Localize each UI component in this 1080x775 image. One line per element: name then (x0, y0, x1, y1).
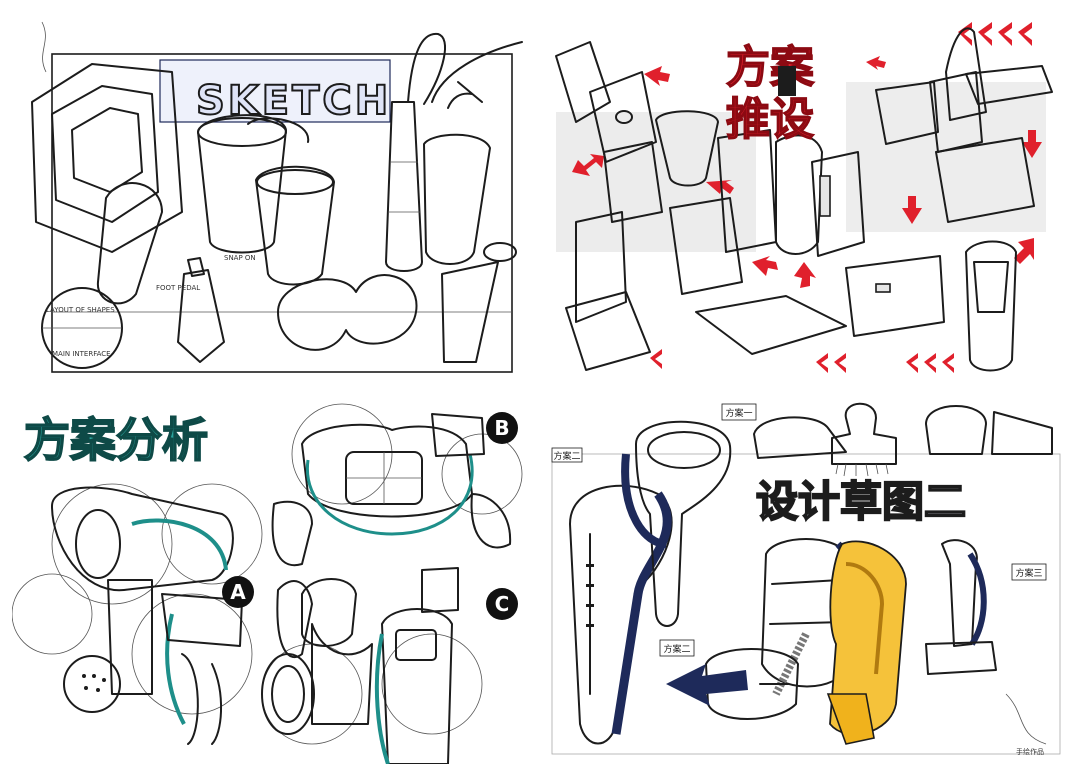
svg-text:方案三: 方案三 (1015, 567, 1042, 579)
svg-text:方案一: 方案一 (725, 407, 752, 419)
construction-circles (12, 403, 523, 745)
note-layout-of-shapes: LAYOUT OF SHAPES (46, 306, 115, 314)
options-analysis-panel: A B C 方案分析 (12, 394, 532, 764)
design-drawing-title: 设计草图二 (756, 477, 966, 526)
svg-text:方案二: 方案二 (553, 450, 580, 462)
design-tag-1: 方案一 (721, 403, 757, 421)
options-derivation-title-line1: 方案 (726, 42, 815, 93)
marker-c: C (486, 588, 518, 620)
svg-text:方案二: 方案二 (663, 643, 690, 655)
red-chevrons-top (958, 22, 1032, 46)
options-derivation-panel: 方案 推设 (546, 12, 1068, 382)
svg-text:C: C (495, 592, 510, 616)
options-analysis-title: 方案分析 (24, 413, 208, 467)
options-derivation-title-line2: 推设 (726, 94, 814, 145)
marker-a: A (222, 576, 254, 608)
sketch-title: SKETCH (196, 78, 391, 124)
sketch-panel: SNAP ON FOOT PEDAL LAYOUT OF SHAPES MAIN… (12, 12, 532, 382)
marker-b: B (486, 412, 518, 444)
red-arrows (572, 56, 1042, 288)
design-tag-2: 方案二 (659, 639, 695, 657)
design-tag-4: 方案二 (551, 447, 583, 463)
note-main-interface: MAIN INTERFACE (52, 350, 111, 358)
design-drawing-panel: 设计草图二 方案一 方案二 方案三 方案二 手绘作品 (546, 394, 1068, 764)
design-tag-3: 方案三 (1011, 563, 1047, 581)
svg-text:A: A (230, 580, 246, 604)
red-chevrons-bottom (650, 349, 954, 373)
svg-text:B: B (494, 416, 509, 440)
note-snap-on: SNAP ON (224, 254, 256, 262)
note-foot-pedal: FOOT PEDAL (156, 284, 200, 292)
design-stamp: 手绘作品 (1016, 747, 1044, 756)
